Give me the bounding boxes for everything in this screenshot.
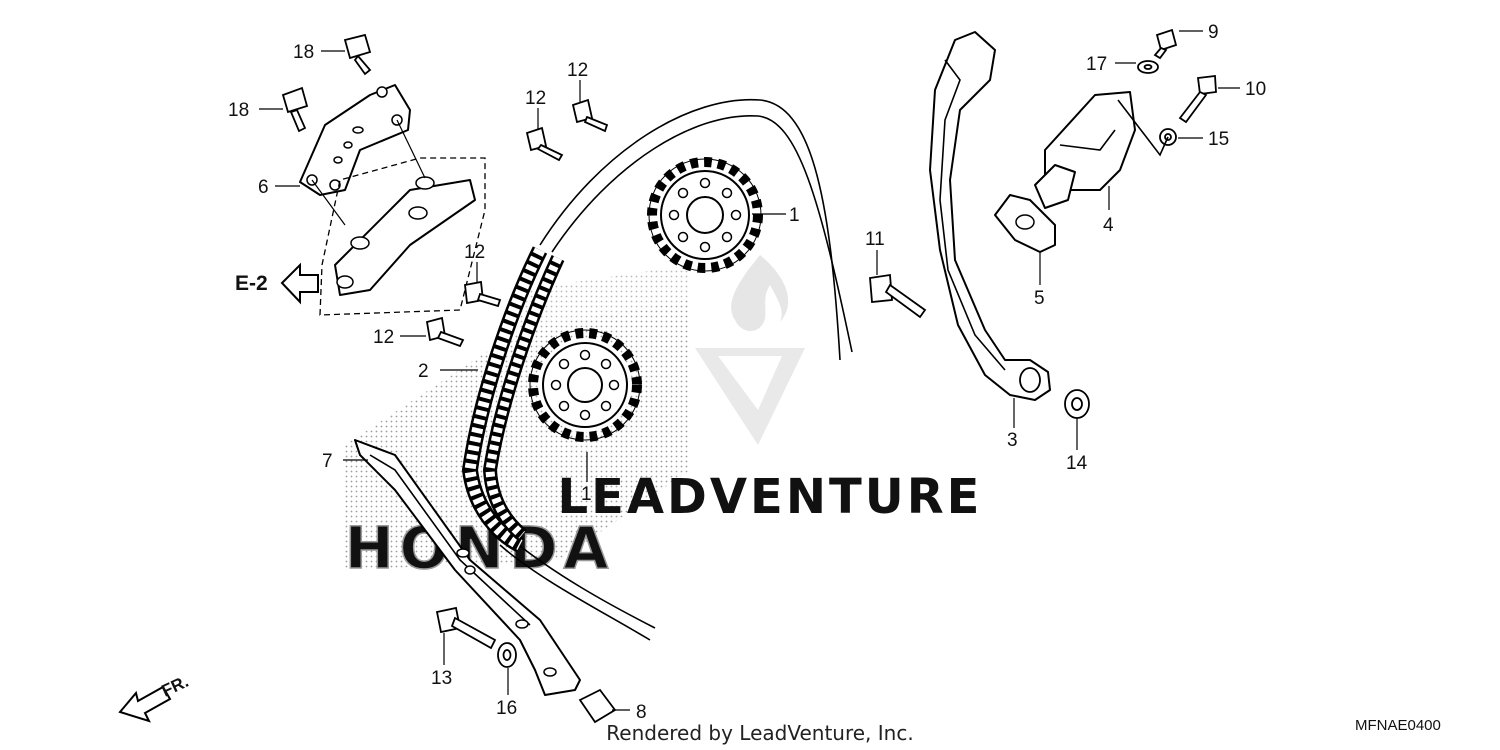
callout-18-a: 18 (293, 42, 314, 63)
cam-chain-loop (499, 98, 853, 641)
callout-4: 4 (1103, 215, 1114, 236)
callouts: 1 1 2 3 4 5 6 7 8 9 10 11 12 12 12 12 13… (228, 22, 1266, 723)
callout-2: 2 (418, 361, 429, 382)
reference-arrow: E-2 (235, 262, 319, 305)
bolt-13 (435, 606, 497, 650)
callout-13: 13 (431, 668, 452, 689)
front-arrow: FR. (118, 672, 192, 723)
callout-1-lower: 1 (581, 484, 592, 505)
callout-9: 9 (1208, 22, 1219, 43)
tensioner-gasket (994, 194, 1056, 253)
callout-18-b: 18 (228, 100, 249, 121)
callout-8: 8 (636, 702, 647, 723)
callout-3: 3 (1007, 430, 1018, 451)
collar-8 (578, 688, 617, 724)
leader-lines (259, 30, 1240, 711)
bolt-18b (281, 86, 309, 133)
tensioner-arm (929, 31, 1051, 401)
bolt-18a (343, 33, 372, 76)
callout-12-a: 12 (525, 88, 546, 109)
callout-12-b: 12 (567, 60, 588, 81)
callout-1-upper: 1 (789, 205, 800, 226)
bolt-11 (869, 273, 927, 319)
bolt-12d (425, 316, 465, 348)
bolt-12c (464, 280, 502, 308)
cam-sprocket-upper (647, 157, 763, 273)
callout-10: 10 (1245, 79, 1266, 100)
callout-16: 16 (496, 698, 517, 719)
callout-15: 15 (1208, 129, 1229, 150)
callout-14: 14 (1066, 453, 1088, 474)
tensioner-lifter (1034, 91, 1169, 209)
callout-5: 5 (1034, 288, 1045, 309)
watermark: LEADVENTURE (558, 255, 983, 525)
diagram-code: MFNAE0400 (1355, 717, 1441, 734)
callout-12-c: 12 (464, 242, 485, 263)
reference-label: E-2 (235, 272, 268, 295)
cam-sprocket-lower (528, 328, 642, 442)
bolt-12b (571, 98, 609, 133)
bolt-9 (1153, 28, 1178, 60)
render-credit: Rendered by LeadVenture, Inc. (606, 721, 913, 745)
watermark-text: LEADVENTURE (558, 469, 983, 525)
bolt-12a (525, 126, 564, 162)
callout-7: 7 (322, 451, 333, 472)
bolt-10 (1178, 74, 1217, 124)
bolts (281, 28, 1217, 650)
callout-12-d: 12 (373, 327, 394, 348)
cam-chain (461, 246, 565, 553)
chain-guide-upper (299, 84, 486, 316)
chain-guide-lower (354, 439, 581, 696)
callout-17: 17 (1086, 54, 1107, 75)
callout-6: 6 (258, 177, 269, 198)
callout-11: 11 (865, 229, 885, 250)
